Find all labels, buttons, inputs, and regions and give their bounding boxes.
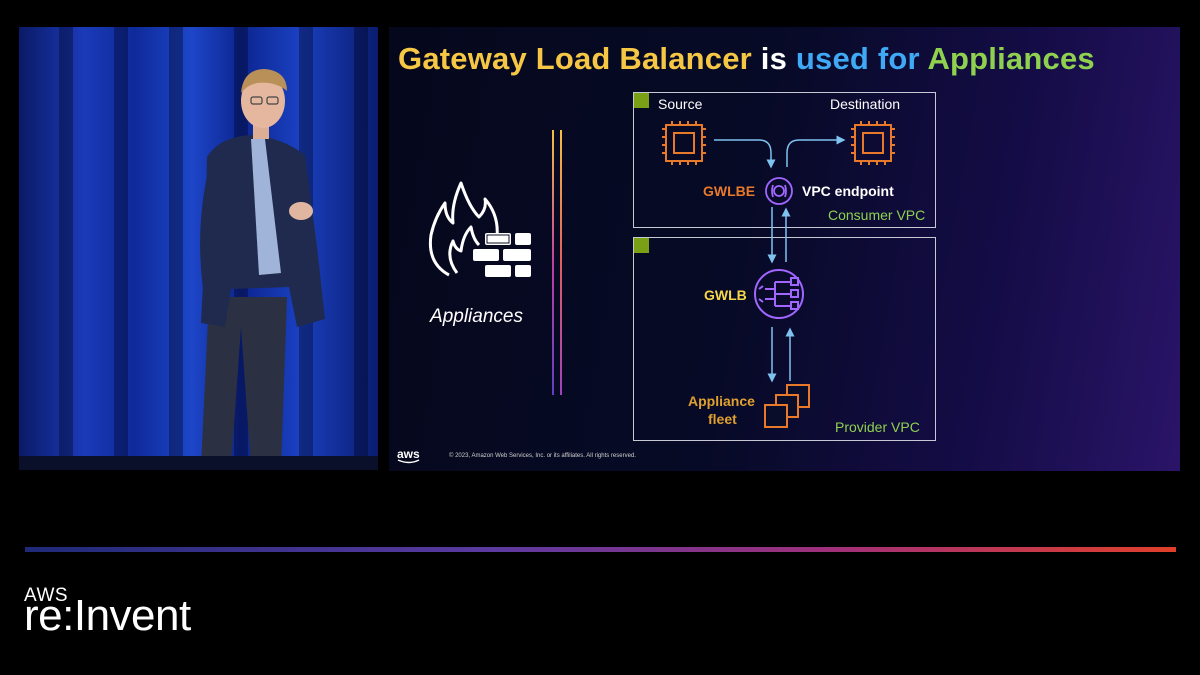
title-part-used-for: used for (795, 41, 920, 76)
title-part-gateway-load-balancer: Gateway Load Balancer (398, 41, 752, 76)
speaker-figure (200, 69, 325, 467)
aws-logo: aws (397, 445, 420, 464)
divider-line-right (560, 130, 562, 395)
firewall-brick-icon (473, 233, 531, 277)
gwlbe-label: GWLBE (703, 183, 756, 199)
brand-gradient-bar (25, 547, 1176, 552)
title-part-appliances: Appliances (927, 41, 1095, 76)
appliance-fleet-icon (764, 384, 810, 428)
vpc-endpoint-label: VPC endpoint (802, 183, 894, 199)
architecture-diagram (662, 121, 895, 428)
brand-reinvent-text: re:Invent (24, 591, 191, 640)
copyright-text: © 2023, Amazon Web Services, Inc. or its… (449, 453, 636, 459)
vpc-endpoint-icon (765, 177, 793, 205)
gwlb-label: GWLB (704, 287, 747, 303)
appliances-icon (428, 181, 531, 277)
speaker-video (19, 27, 378, 470)
vpc-cloud-icon (634, 238, 649, 253)
flame-icon (428, 181, 499, 277)
brand-aws-text: AWS (24, 585, 69, 606)
gateway-load-balancer-icon (754, 269, 804, 319)
appliance-fleet-label-line1: Appliance (688, 393, 755, 409)
divider-line-left (552, 130, 554, 395)
consumer-vpc-label: Consumer VPC (828, 207, 926, 223)
consumer-vpc-box (633, 92, 936, 228)
aws-logo-text: aws (397, 447, 420, 461)
ec2-instance-icon (662, 121, 706, 165)
ec2-instance-icon (851, 121, 895, 165)
appliance-fleet-label-line2: fleet (708, 411, 737, 427)
slide-title: Gateway Load Balancer is used for Applia… (398, 41, 1095, 77)
appliances-label: Appliances (430, 306, 523, 327)
provider-vpc-label: Provider VPC (835, 419, 920, 435)
vpc-cloud-icon (634, 93, 649, 108)
presentation-slide: Gateway Load Balancer is used for Applia… (389, 27, 1180, 471)
title-part-is: is (760, 41, 788, 76)
source-label: Source (658, 96, 703, 112)
provider-vpc-box (633, 237, 936, 441)
destination-label: Destination (830, 96, 901, 112)
